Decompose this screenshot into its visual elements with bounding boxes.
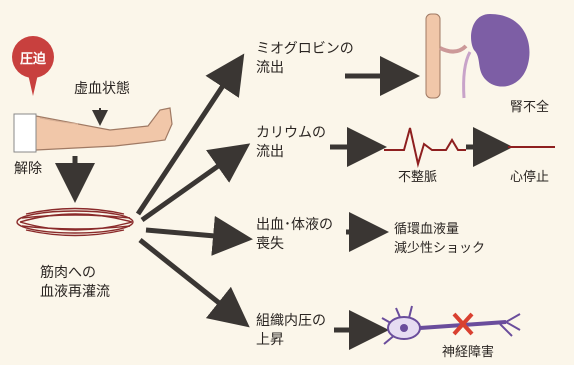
effect-arrhythmia: 不整脈 [398, 168, 437, 187]
branch-arrow-3 [146, 230, 238, 238]
branch-arrow-4 [140, 240, 238, 318]
cause-tissue-pressure: 組織内圧の 上昇 [256, 312, 326, 350]
cause-blood-loss: 出血･体液の 喪失 [256, 216, 333, 254]
cause-myoglobin: ミオグロビンの 流出 [256, 40, 354, 78]
effect-hypovolemic-shock: 循環血液量 減少性ショック [394, 220, 485, 258]
branch-arrows [138, 66, 238, 318]
effect-renal-failure: 腎不全 [510, 98, 549, 117]
release-label: 解除 [14, 160, 42, 179]
cause-potassium: カリウムの 流出 [256, 124, 326, 162]
reperfusion-label: 筋肉への 血液再灌流 [40, 264, 110, 302]
effect-neuropathy: 神経障害 [442, 343, 494, 362]
ischemia-label: 虚血状態 [74, 80, 130, 99]
kidney-icon [426, 14, 529, 98]
effect-cardiac-arrest: 心停止 [510, 168, 549, 187]
compression-bandage [14, 114, 36, 152]
nerve-cell-icon [382, 306, 520, 344]
compression-badge: 圧迫 [12, 36, 54, 78]
arrhythmia-ecg-icon [384, 128, 466, 164]
leg-illustration [14, 108, 172, 152]
muscle-icon [17, 209, 133, 236]
